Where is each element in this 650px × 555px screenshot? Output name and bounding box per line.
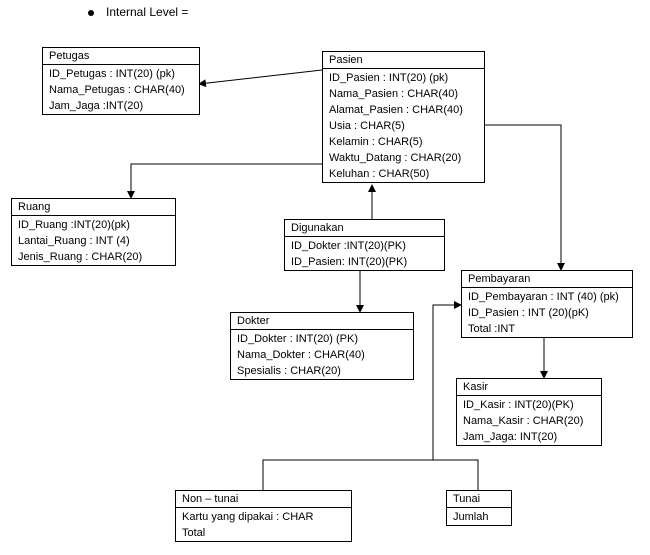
entity-title: Digunakan	[285, 220, 444, 237]
attribute: Jam_Jaga: INT(20)	[463, 431, 558, 443]
attribute: ID_Ruang :INT(20)(pk)	[18, 219, 130, 231]
bullet-icon	[88, 9, 94, 16]
arrow-pasien-to-ruang	[127, 163, 322, 199]
attribute: Alamat_Pasien : CHAR(40)	[329, 104, 463, 116]
attribute: ID_Pasien : INT (20)(pK)	[468, 307, 589, 319]
attribute: Spesialis : CHAR(20)	[237, 365, 341, 377]
attribute: Jenis_Ruang : CHAR(20)	[18, 251, 143, 263]
entity-tunai: Tunai Jumlah	[446, 490, 512, 526]
attribute: Keluhan : CHAR(50)	[329, 168, 430, 180]
entity-title: Kasir	[457, 379, 601, 396]
attribute: Lantai_Ruang : INT (4)	[18, 235, 130, 247]
attribute: Jumlah	[453, 511, 489, 523]
entity-title: Non – tunai	[176, 491, 351, 508]
entity-title: Dokter	[231, 313, 413, 330]
attribute: ID_Kasir : INT(20)(PK)	[463, 399, 574, 411]
arrow-inheritance-to-pembayaran	[432, 301, 462, 460]
arrow-pasien-to-pembayaran	[484, 124, 565, 271]
entity-ruang: Ruang ID_Ruang :INT(20)(pk) Lantai_Ruang…	[11, 198, 176, 266]
attribute: Usia : CHAR(5)	[329, 120, 405, 132]
heading-text: Internal Level =	[106, 5, 189, 19]
entity-non-tunai: Non – tunai Kartu yang dipakai : CHAR To…	[175, 490, 352, 542]
attribute: Kelamin : CHAR(5)	[329, 136, 423, 148]
attribute: Waktu_Datang : CHAR(20)	[329, 152, 462, 164]
attribute: Total	[182, 527, 206, 539]
entity-digunakan: Digunakan ID_Dokter :INT(20)(PK) ID_Pasi…	[284, 219, 445, 271]
entity-petugas: Petugas ID_Petugas : INT(20) (pk) Nama_P…	[42, 47, 200, 115]
entity-title: Ruang	[12, 199, 175, 216]
entity-title: Pembayaran	[462, 271, 632, 288]
attribute: ID_Dokter : INT(20) (PK)	[237, 333, 359, 345]
attribute: ID_Pasien : INT(20) (pk)	[329, 72, 449, 84]
attribute: Nama_Petugas : CHAR(40)	[49, 84, 185, 96]
attribute: Nama_Dokter : CHAR(40)	[237, 349, 365, 361]
entity-title: Tunai	[447, 491, 511, 508]
arrow-pasien-to-petugas	[198, 69, 323, 88]
attribute: ID_Petugas : INT(20) (pk)	[49, 68, 175, 80]
entity-pasien: Pasien ID_Pasien : INT(20) (pk) Nama_Pas…	[322, 51, 485, 183]
attribute: Nama_Kasir : CHAR(20)	[463, 415, 584, 427]
attribute: Nama_Pasien : CHAR(40)	[329, 88, 458, 100]
entity-title: Petugas	[43, 48, 199, 65]
entity-dokter: Dokter ID_Dokter : INT(20) (PK) Nama_Dok…	[230, 312, 414, 380]
attribute: ID_Pasien: INT(20)(PK)	[291, 256, 408, 268]
entity-kasir: Kasir ID_Kasir : INT(20)(PK) Nama_Kasir …	[456, 378, 602, 446]
entity-title: Pasien	[323, 52, 484, 69]
arrow-payment-types-to-pembayaran	[262, 459, 479, 490]
attribute: Kartu yang dipakai : CHAR	[182, 511, 314, 523]
attribute: ID_Dokter :INT(20)(PK)	[291, 240, 406, 252]
attribute: Jam_Jaga :INT(20)	[49, 100, 144, 112]
diagram-heading: Internal Level =	[88, 5, 188, 19]
attribute: ID_Pembayaran : INT (40) (pk)	[468, 291, 619, 303]
attribute: Total :INT	[468, 323, 516, 335]
entity-pembayaran: Pembayaran ID_Pembayaran : INT (40) (pk)…	[461, 270, 633, 338]
